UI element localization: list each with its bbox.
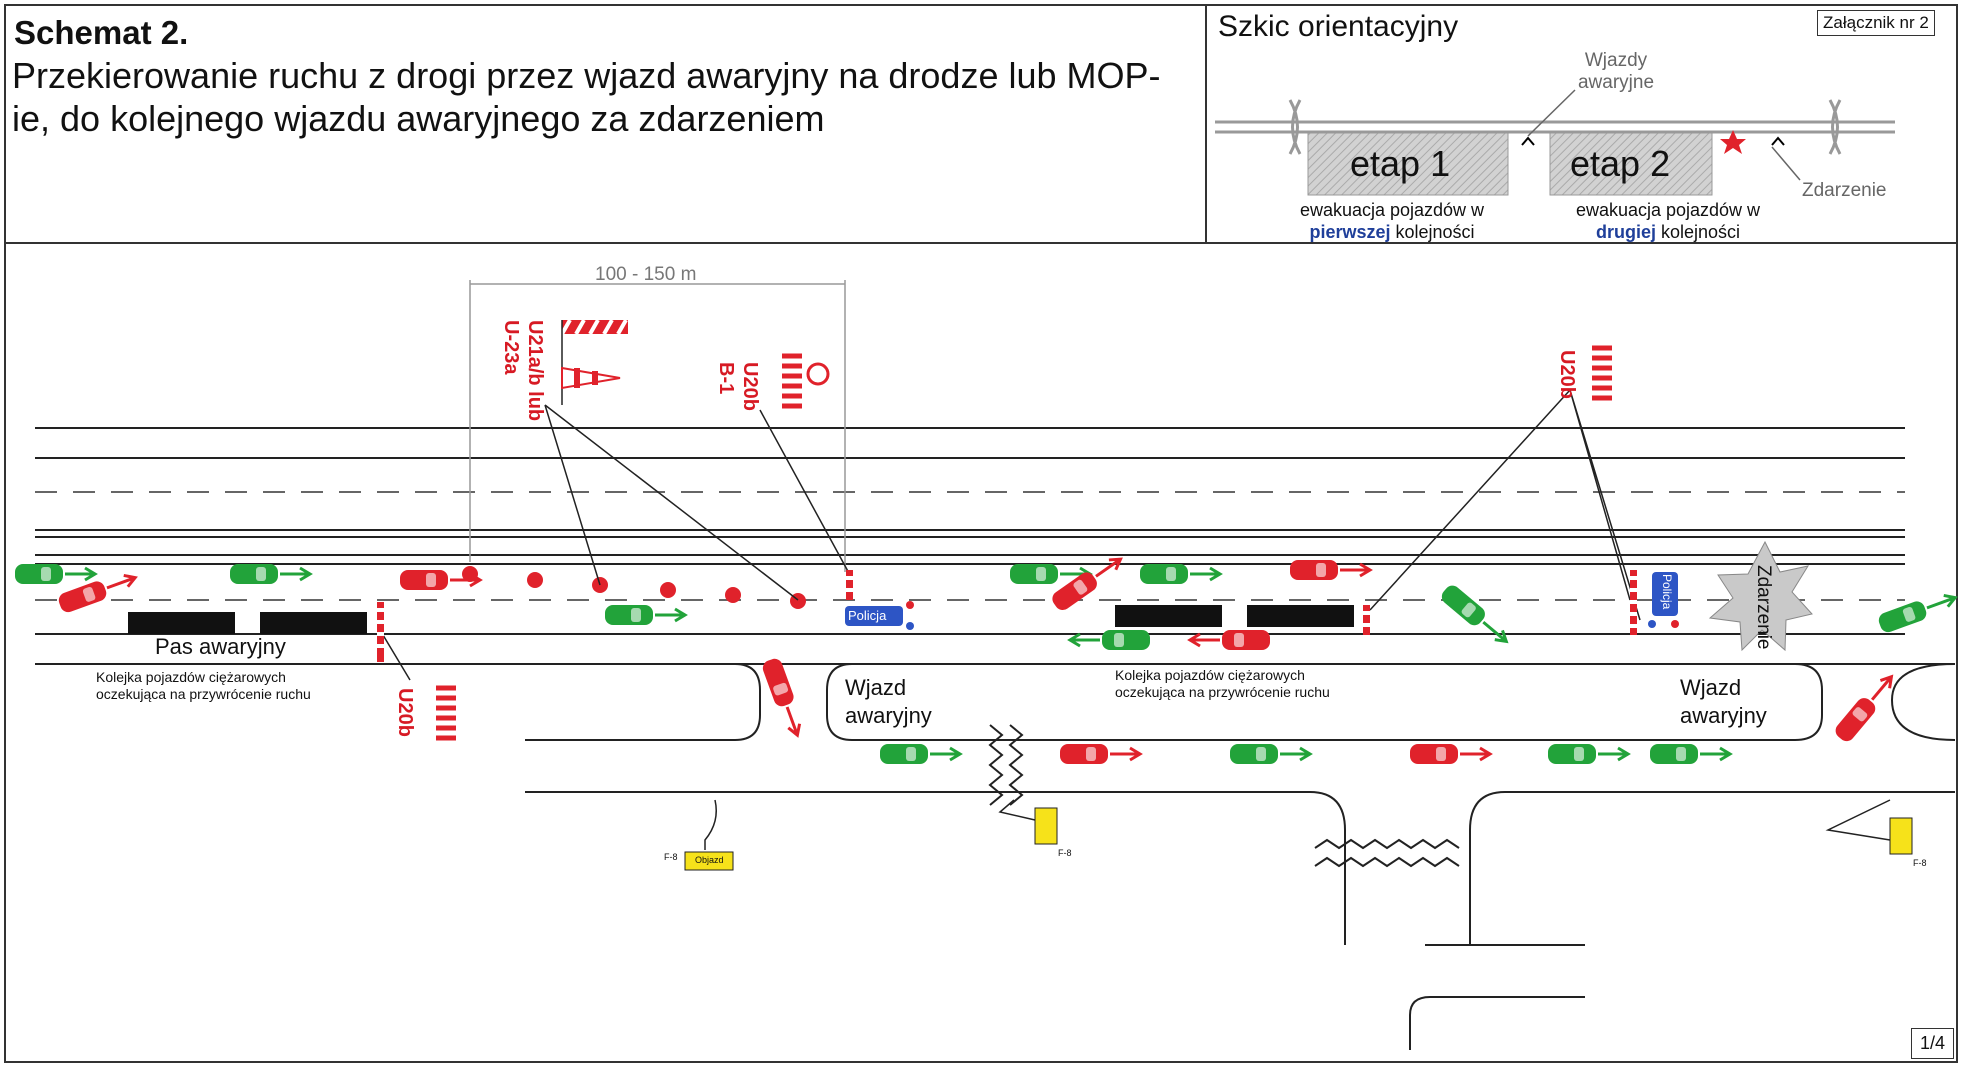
- f8-label-c: F-8: [1913, 858, 1927, 868]
- wjazd-left-line1: Wjazd: [845, 675, 907, 700]
- schema-subtitle: Przekierowanie ruchu z drogi przez wjazd…: [12, 55, 1161, 139]
- sign-u21-label: U21a/b lub: [524, 320, 546, 422]
- detour-signs: [684, 807, 1913, 871]
- stage2-caption-emph: drugiej: [1595, 222, 1656, 242]
- wjazd-marker-icon: [1771, 136, 1785, 146]
- detour-sign-icon: [684, 851, 734, 871]
- sketch-road: [1215, 99, 1895, 155]
- car-icon: [1230, 744, 1313, 764]
- sketch-wjazdy-label: Wjazdy: [1584, 50, 1648, 71]
- page-frame: [4, 4, 1958, 1063]
- sign-b1-label: B-1: [715, 362, 737, 395]
- detour-sign-icon: [1034, 807, 1058, 845]
- car-icon: [400, 570, 483, 590]
- sign-u20b-b1-icon: [782, 350, 830, 410]
- detour-sign-text: Objazd: [695, 855, 724, 865]
- stage2-label: etap 2: [1570, 143, 1671, 184]
- stage2-caption-line1: ewakuacja pojazdów w: [1575, 200, 1761, 220]
- attachment-label: Załącznik nr 2: [1817, 10, 1935, 36]
- cone-sign-icon: [561, 366, 621, 390]
- cone-icon: [725, 587, 741, 603]
- page-number: 1/4: [1910, 1028, 1954, 1059]
- sign-u23-label: U-23a: [500, 320, 522, 375]
- car-icon: [58, 573, 138, 613]
- sketch-awaryjne-label: awaryjne: [1577, 72, 1655, 93]
- car-icon: [1835, 674, 1894, 742]
- header-divider: [4, 242, 1958, 244]
- wjazd-right-line1: Wjazd: [1680, 675, 1742, 700]
- sign-u21-board: [560, 319, 628, 405]
- car-icon: [1410, 744, 1493, 764]
- truck-icon: [1115, 605, 1222, 627]
- police-car-right: [1648, 572, 1679, 628]
- truck-icon: [1247, 605, 1354, 627]
- incident-star-icon: [1720, 130, 1746, 154]
- f8-label-b: F-8: [1058, 848, 1072, 858]
- sign-u20b-left-label: U20b: [394, 688, 416, 737]
- sketch-divider: [1205, 4, 1207, 242]
- incident-label: Zdarzenie: [1753, 565, 1774, 650]
- queue-left-line2: oczekująca na przywrócenie ruchu: [96, 686, 311, 702]
- stage1-caption-emph: pierwszej: [1309, 222, 1391, 242]
- cone-icon: [527, 572, 543, 588]
- car-icon: [1052, 557, 1123, 611]
- queue-left-line1: Kolejka pojazdów ciężarowych: [96, 669, 286, 685]
- stage1-caption-rest: kolejności: [1390, 222, 1475, 242]
- sign-u20b-b1-label: U20b: [739, 362, 761, 411]
- car-icon: [15, 564, 98, 584]
- car-icon: [1548, 744, 1631, 764]
- detour-sign-icon: [1889, 817, 1913, 855]
- car-icon: [1187, 630, 1270, 650]
- sign-u20b-right-label: U20b: [1556, 350, 1578, 399]
- wjazd-right-line2: awaryjny: [1680, 703, 1767, 728]
- car-icon: [605, 605, 688, 625]
- lane-dashes: [35, 491, 1905, 601]
- car-icon: [1650, 744, 1733, 764]
- police-right-label: Policja: [1660, 574, 1674, 610]
- sketch-title: Szkic orientacyjny: [1218, 10, 1459, 43]
- car-icon: [1290, 560, 1373, 580]
- stage1-area: [1307, 132, 1509, 196]
- car-icon: [762, 658, 802, 738]
- cone-row: [462, 566, 806, 609]
- stage1-label: etap 1: [1350, 143, 1451, 184]
- distance-label: 100 - 150 m: [595, 264, 697, 285]
- wjazd-left-line2: awaryjny: [845, 703, 932, 728]
- car-icon: [1878, 593, 1958, 633]
- service-road: [35, 663, 1956, 1050]
- truck-icon: [128, 612, 235, 634]
- police-car-left: [845, 601, 914, 630]
- stage2-area: [1549, 132, 1713, 196]
- sign-u20b-right-icon: [1592, 342, 1612, 402]
- incident-burst-icon: [1708, 540, 1813, 652]
- car-icon: [1441, 585, 1509, 644]
- car-icon: [880, 744, 963, 764]
- truck-icon: [260, 612, 367, 634]
- police-left-label: Policja: [848, 608, 887, 623]
- vehicles: [15, 557, 1958, 764]
- truck-queue: [128, 605, 1354, 634]
- cone-icon: [660, 582, 676, 598]
- queue-right-line1: Kolejka pojazdów ciężarowych: [1115, 667, 1305, 683]
- car-icon: [1140, 564, 1223, 584]
- car-icon: [1060, 744, 1143, 764]
- sketch-incident-label: Zdarzenie: [1802, 180, 1887, 201]
- barrier-posts: [377, 570, 1637, 662]
- queue-right-line2: oczekująca na przywrócenie ruchu: [1115, 684, 1330, 700]
- schema-title: Schemat 2.: [14, 14, 189, 51]
- break-zigzag: [988, 724, 1460, 868]
- pas-awaryjny-label: Pas awaryjny: [155, 634, 286, 659]
- stage2-caption-rest: kolejności: [1655, 222, 1741, 242]
- sign-leader-lines: [379, 389, 1891, 850]
- sign-u20b-left-icon: [436, 682, 456, 741]
- distance-dimension: [469, 280, 846, 572]
- stage1-caption-line1: ewakuacja pojazdów w: [1299, 200, 1485, 220]
- wjazd-marker-icon: [1521, 136, 1535, 146]
- car-icon: [230, 564, 313, 584]
- car-icon: [1067, 630, 1150, 650]
- f8-label-a: F-8: [664, 852, 678, 862]
